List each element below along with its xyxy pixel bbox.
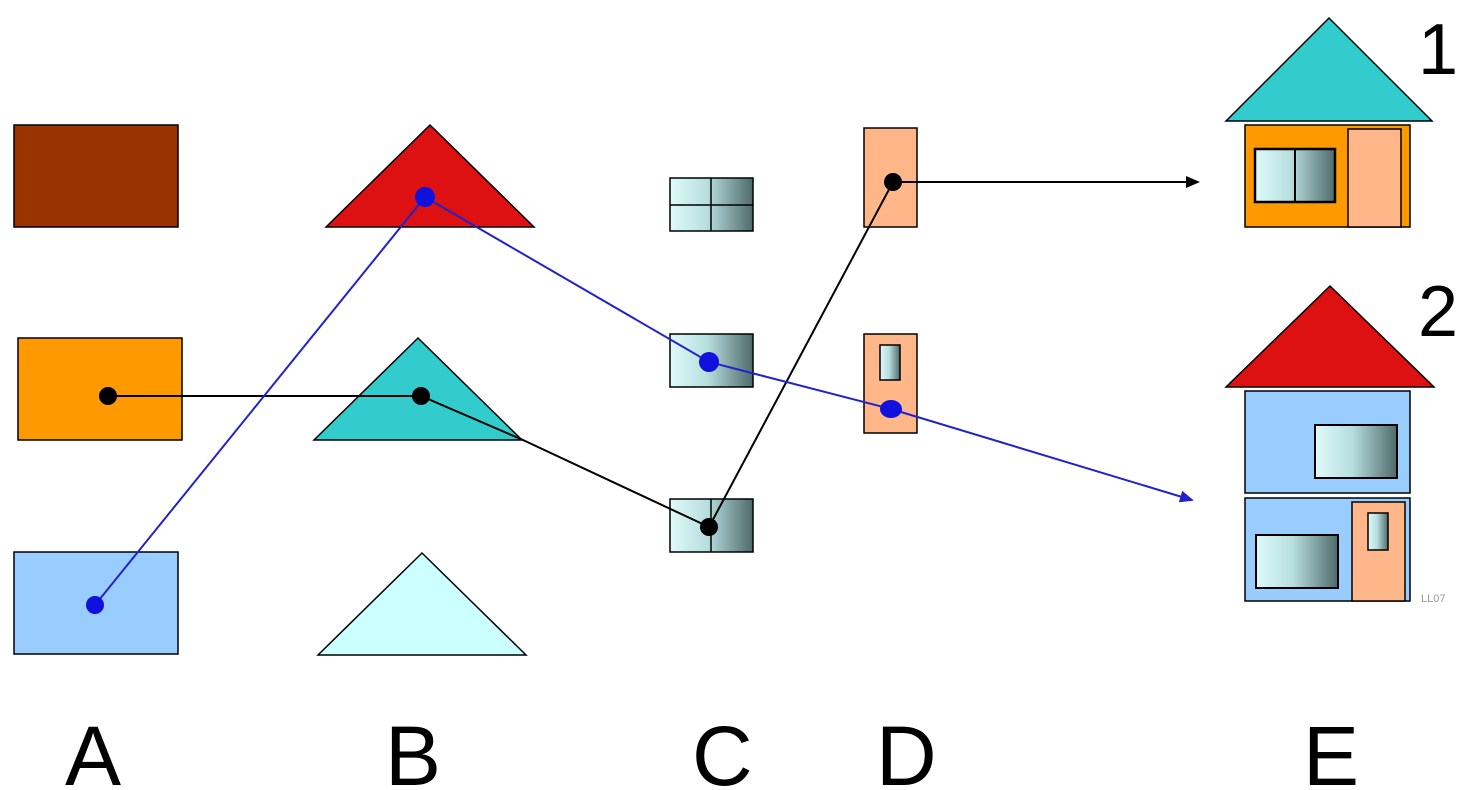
watermark-label: LL07 (1421, 593, 1445, 605)
column-label-a: A (65, 709, 121, 790)
house-2 (1224, 284, 1436, 602)
house-number-2: 2 (1418, 272, 1458, 352)
roof-pale-cyan (316, 551, 528, 656)
door-with-window (863, 333, 918, 434)
roof-red (324, 123, 536, 228)
wall-block-brown (13, 124, 179, 228)
assembly-path-house-1 (99, 173, 1200, 536)
house-number-1: 1 (1418, 10, 1458, 90)
column-label-e: E (1303, 709, 1359, 790)
column-label-d: D (876, 709, 937, 790)
house-1 (1224, 16, 1434, 228)
assembly-path-house-2 (86, 187, 1194, 614)
column-label-c: C (692, 709, 753, 790)
window-four-pane (669, 177, 754, 232)
wall-block-orange (17, 337, 183, 441)
window-single-pane (669, 333, 754, 388)
column-label-b: B (385, 709, 441, 790)
